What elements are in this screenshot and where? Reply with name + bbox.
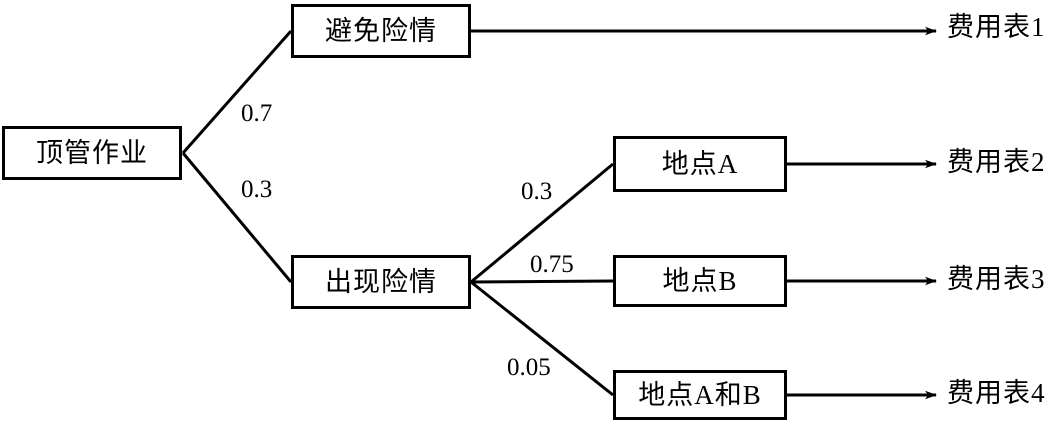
edge-occurs-to-location-a <box>470 162 614 284</box>
node-label: 地点B <box>662 265 738 296</box>
node-label: 地点A和B <box>638 379 762 410</box>
terminal-cost-table-2: 费用表2 <box>947 147 1046 177</box>
node-label: 顶管作业 <box>36 137 148 168</box>
node-location-b[interactable]: 地点B <box>613 255 787 307</box>
edge-root-to-avoid <box>181 30 293 154</box>
edge-label-probability-location-b: 0.75 <box>530 251 574 278</box>
node-location-a-and-b[interactable]: 地点A和B <box>613 370 787 420</box>
edge-label-probability-location-a-and-b: 0.05 <box>507 354 551 381</box>
edge-label-probability-occurs: 0.3 <box>241 176 273 203</box>
edge-root-to-occurs <box>181 152 293 283</box>
terminal-cost-table-4: 费用表4 <box>947 378 1046 408</box>
edge-occurs-to-location-b <box>470 279 614 284</box>
node-label: 地点A <box>661 148 739 179</box>
edge-label-probability-avoid: 0.7 <box>241 100 273 127</box>
node-danger-occurs[interactable]: 出现险情 <box>291 255 471 309</box>
node-label: 出现险情 <box>325 266 437 297</box>
terminal-cost-table-1: 费用表1 <box>947 12 1046 42</box>
node-root-pipe-jacking[interactable]: 顶管作业 <box>2 126 182 180</box>
node-label: 避免险情 <box>325 15 437 46</box>
terminal-cost-table-3: 费用表3 <box>947 264 1046 294</box>
edge-label-probability-location-a: 0.3 <box>521 178 553 205</box>
node-location-a[interactable]: 地点A <box>613 136 787 192</box>
node-avoid-danger[interactable]: 避免险情 <box>291 4 471 58</box>
edge-occurs-to-location-ab <box>470 280 614 397</box>
